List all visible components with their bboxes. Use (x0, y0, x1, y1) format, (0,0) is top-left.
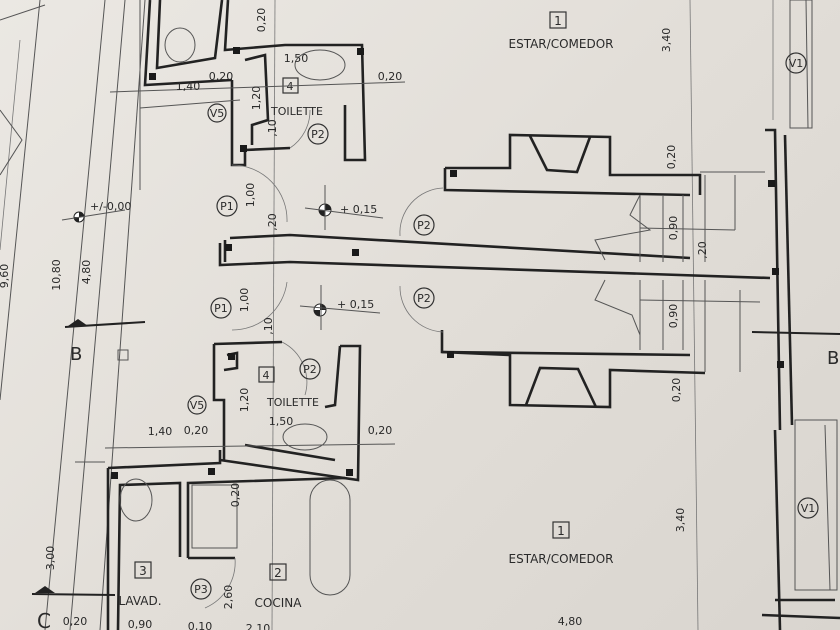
dimension: 2,10 (246, 622, 271, 630)
dimension: 0,20 (255, 8, 268, 33)
dimension: 0,90 (667, 304, 680, 329)
tag-v1: V1 (801, 502, 816, 515)
dimension: 0,20 (209, 70, 234, 83)
room-number: 4 (287, 80, 294, 93)
tag-p1: P1 (220, 200, 234, 213)
level-label: + 0,15 (337, 298, 374, 311)
section-label: B (70, 344, 82, 365)
dimension: 3,00 (44, 546, 57, 571)
section-label: B (827, 348, 839, 369)
dimension: 0,20 (665, 145, 678, 170)
dimension: 0,20 (184, 424, 209, 437)
room-name: TOILETTE (266, 396, 319, 409)
tag-p2: P2 (303, 363, 317, 376)
level-marker-ground: +/-0,00 (61, 200, 131, 223)
dimension: 3,40 (660, 28, 673, 53)
room-toilet-bottom: 4 TOILETTE (258, 366, 319, 409)
level-label: +/-0,00 (90, 200, 131, 213)
door-swings (119, 27, 444, 609)
dimension: 3,40 (674, 508, 687, 533)
dimension: 1,50 (269, 415, 294, 428)
dimension: 4,80 (558, 615, 583, 628)
tag-v1: V1 (789, 57, 804, 70)
dimension: 1,00 (238, 288, 251, 313)
tag-p3: P3 (194, 583, 208, 596)
tag-v5: V5 (210, 107, 225, 120)
stairs (594, 171, 765, 372)
room-name: ESTAR/COMEDOR (509, 37, 614, 51)
dimension-lines (75, 81, 406, 463)
dimension: 0,90 (128, 618, 153, 630)
fold-line (271, 0, 276, 630)
dimension: ,10 (266, 119, 279, 137)
section-mark-b-right: B (751, 331, 840, 369)
level-label: + 0,15 (340, 203, 377, 216)
dimensions: 3,40 3,40 0,20 1,40 0,20 1,50 0,20 1,20 … (0, 8, 709, 630)
dimension: 1,40 (148, 425, 173, 438)
dimension: ,10 (262, 317, 275, 335)
dimension: 0,20 (63, 615, 88, 628)
tag-p2: P2 (311, 128, 325, 141)
room-estar-top: 1 ESTAR/COMEDOR (509, 11, 614, 51)
dimension: 10,80 (50, 259, 63, 291)
dimension: 1,40 (176, 80, 201, 93)
room-name: LAVAD. (118, 594, 161, 608)
room-name: TOILETTE (270, 105, 323, 118)
tag-p2: P2 (417, 292, 431, 305)
dimension: 1,50 (284, 52, 309, 65)
windows (789, 0, 838, 591)
dimension: ,20 (696, 241, 709, 259)
room-number: 4 (263, 369, 270, 382)
room-number: 1 (557, 524, 565, 538)
left-margin-lines (0, 0, 146, 630)
dimension: 0,20 (378, 70, 403, 83)
dimension: ,20 (266, 213, 279, 231)
dimension: 0,20 (368, 424, 393, 437)
room-number: 3 (139, 564, 147, 578)
tag-p1: P1 (214, 302, 228, 315)
room-number: 1 (554, 14, 562, 28)
room-toilet-top: 4 TOILETTE (270, 77, 323, 118)
dimension: 0,90 (667, 216, 680, 241)
room-lavadero: 3 LAVAD. (118, 561, 162, 608)
dimension: 0,20 (670, 378, 683, 403)
tag-p2: P2 (417, 219, 431, 232)
section-label: C (37, 609, 51, 630)
dimension: 9,60 (0, 264, 11, 289)
dimension-line-right (689, 0, 699, 630)
section-mark-b-left: B (64, 319, 146, 365)
walls (106, 0, 840, 630)
dimension: 4,80 (80, 260, 93, 285)
room-cocina: 2 COCINA (255, 563, 303, 610)
columns (111, 47, 784, 479)
room-name: COCINA (255, 596, 303, 610)
tags: V1 V1 V5 V5 P1 P1 P2 P2 P2 P2 P3 (187, 52, 819, 600)
dimension: 1,20 (238, 388, 251, 413)
dimension: 1,20 (250, 86, 263, 111)
level-marker-lower: + 0,15 (299, 285, 381, 330)
room-estar-bottom: 1 ESTAR/COMEDOR (509, 521, 614, 566)
room-number: 2 (274, 566, 282, 580)
dimension: 0,20 (229, 483, 242, 508)
tag-v5: V5 (190, 399, 205, 412)
dimension: 2,60 (222, 585, 235, 610)
dimension: 0,10 (188, 620, 213, 630)
dimension: 1,00 (244, 183, 257, 208)
level-marker-upper: + 0,15 (304, 185, 384, 230)
section-mark-c: C (31, 586, 116, 630)
room-name: ESTAR/COMEDOR (509, 552, 614, 566)
